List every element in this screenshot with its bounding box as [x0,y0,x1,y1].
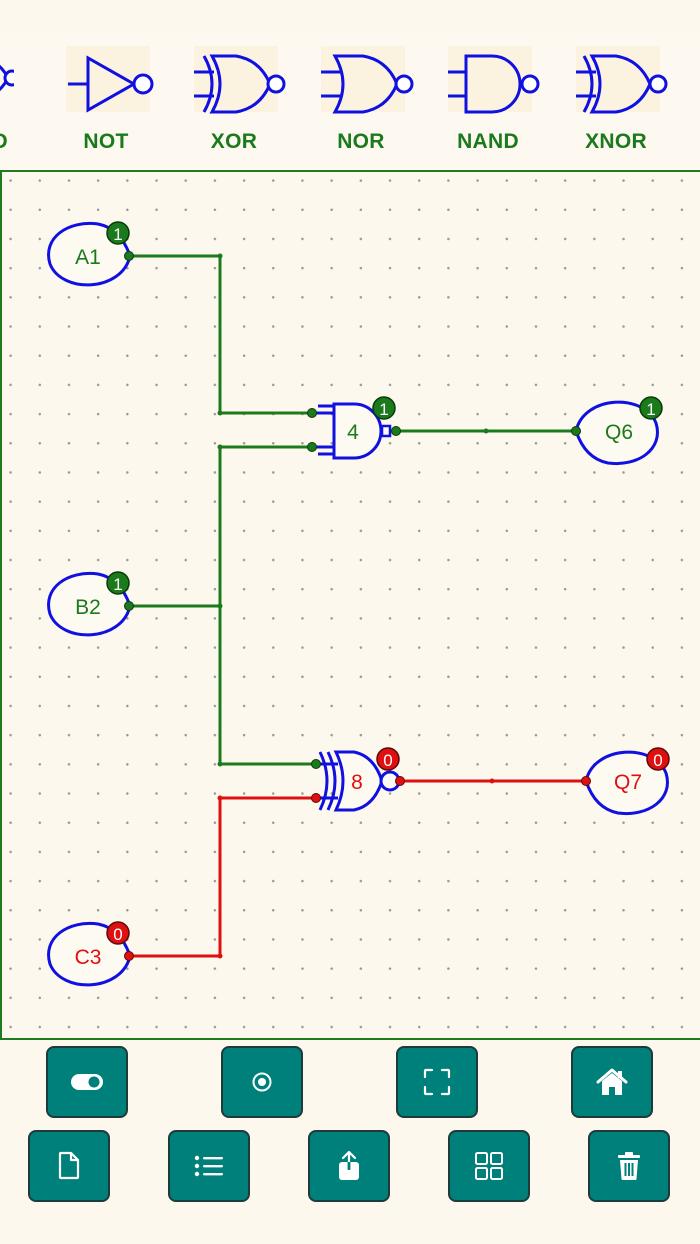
input-label-b2: B2 [75,596,101,619]
xor-gate-icon [194,54,286,114]
or-gate-icon [0,64,14,92]
home-icon [596,1068,628,1095]
palette-label-not: NOT [83,130,129,153]
gate-id-label: 4 [347,421,359,444]
delete-button[interactable] [588,1130,670,1202]
gate-8-xnor[interactable]: 8 0 [311,747,405,812]
xnor-gate-icon [576,54,668,114]
palette-item-nand[interactable]: NAND [438,42,540,170]
state-badge [106,571,130,595]
state-badge-value: 0 [653,751,662,770]
input-node-a1[interactable]: A1 1 [47,221,134,287]
input-node-c3[interactable]: C3 0 [47,921,134,987]
circuit-diagram[interactable]: A1 1 B2 1 C3 0 [2,172,700,1042]
gate-palette[interactable]: D NOT XOR NOR [0,34,700,170]
fullscreen-icon [423,1068,451,1096]
state-badge-value: 1 [646,400,655,419]
toggle-icon [71,1074,103,1090]
palette-label-nor: NOR [337,130,385,153]
wire-c3-gate8 [129,796,316,958]
wire-b2-gate8 [218,606,316,766]
palette-item-partial[interactable]: D [0,42,14,170]
grid-button[interactable] [448,1130,530,1202]
file-icon [58,1151,80,1180]
state-badge-value: 1 [113,575,122,594]
circuit-canvas[interactable]: A1 1 B2 1 C3 0 [0,170,700,1040]
state-badge [376,747,400,771]
state-badge [646,747,670,771]
state-badge [106,221,130,245]
state-badge-value: 1 [379,400,388,419]
input-label-c3: C3 [75,946,102,969]
input-label-a1: A1 [75,246,101,269]
status-bar [0,0,700,34]
trash-icon [618,1152,640,1180]
nand-gate-icon [448,54,540,114]
list-button[interactable] [168,1130,250,1202]
palette-item-nor[interactable]: NOR [311,42,414,170]
not-gate-icon [68,55,154,113]
share-button[interactable] [308,1130,390,1202]
home-button[interactable] [571,1046,653,1118]
state-badge [639,396,663,420]
state-badge-value: 0 [383,751,392,770]
palette-item-not[interactable]: NOT [56,42,156,170]
toggle-button[interactable] [46,1046,128,1118]
gate-4-nand[interactable]: 4 1 [307,396,401,460]
list-icon [194,1155,223,1177]
wire-a1-gate4 [129,254,312,415]
output-label-q7: Q7 [614,771,642,794]
nor-gate-icon [321,54,414,114]
state-badge [106,921,130,945]
palette-label-nand: NAND [457,130,519,153]
state-badge-value: 1 [113,225,122,244]
output-node-q7[interactable]: Q7 0 [581,747,670,816]
palette-label-xor: XOR [210,130,258,153]
junctions [217,253,495,959]
radio-target-button[interactable] [221,1046,303,1118]
wire-b2-gate4 [129,445,312,608]
palette-label-xnor: XNOR [585,130,647,153]
input-node-b2[interactable]: B2 1 [47,571,134,637]
wires-high [129,254,576,766]
fullscreen-button[interactable] [396,1046,478,1118]
gate-id-label: 8 [351,771,363,794]
radio-target-icon [252,1072,272,1092]
palette-label-partial: D [0,130,8,153]
new-file-button[interactable] [28,1130,110,1202]
share-icon [339,1150,359,1180]
state-badge-value: 0 [113,925,122,944]
palette-item-xor[interactable]: XOR [184,42,286,170]
output-label-q6: Q6 [605,421,633,444]
grid-icon [475,1152,503,1180]
output-node-q6[interactable]: Q6 1 [571,396,663,466]
state-badge [372,396,396,420]
palette-item-xnor[interactable]: XNOR [566,42,668,170]
